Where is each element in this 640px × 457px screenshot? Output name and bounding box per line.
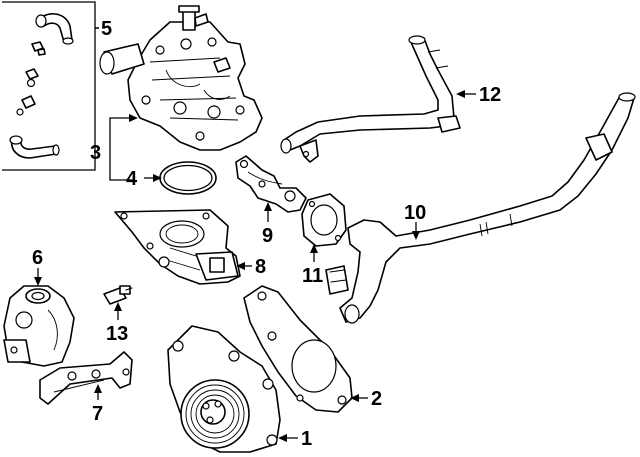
part-10-lower-pipe	[325, 92, 636, 324]
part-2-pump-gasket	[243, 285, 353, 413]
part-8-housing-cover	[114, 209, 241, 285]
callout-1: 1	[301, 428, 312, 450]
leader-lines	[34, 27, 476, 442]
part-6-aux-pump	[3, 285, 75, 367]
part-4-gasket	[159, 161, 217, 195]
part-5-inset-frame	[2, 1, 96, 171]
callout-labels: 1 2 3 4 5 6 7 8 9 10 11 12 13	[32, 18, 501, 450]
part-9-bracket	[235, 155, 307, 213]
part-3-thermostat-housing	[99, 5, 263, 151]
part-12-upper-pipe	[280, 35, 461, 163]
part-11-gasket	[301, 193, 347, 247]
callout-10: 10	[404, 202, 426, 224]
callout-12: 12	[479, 84, 501, 106]
part-1-water-pump	[167, 325, 281, 453]
callout-6: 6	[32, 247, 43, 269]
callout-3: 3	[90, 142, 101, 164]
part-7-bracket	[39, 351, 133, 405]
callout-9: 9	[262, 225, 273, 247]
callout-2: 2	[371, 388, 382, 410]
callout-4: 4	[126, 168, 138, 190]
callout-5: 5	[101, 18, 112, 40]
callout-7: 7	[92, 403, 103, 425]
part-13-sensor	[103, 285, 133, 305]
callout-13: 13	[106, 323, 128, 345]
callout-8: 8	[255, 256, 266, 278]
callout-11: 11	[302, 265, 323, 287]
part-5-hose-kit	[2, 1, 99, 171]
